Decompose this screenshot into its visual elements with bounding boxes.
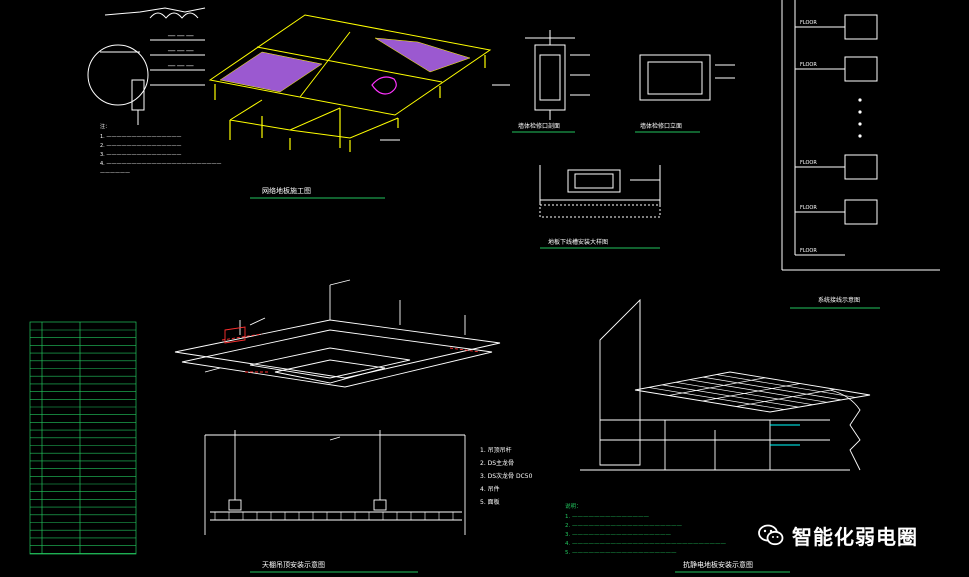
wiring-label-3: FLOOR xyxy=(800,160,817,166)
wiring-label-5: FLOOR xyxy=(800,248,817,254)
title-wall-elevation: 墙体检修口立面 xyxy=(640,122,682,130)
floor-section: 说明： 1. —————————————— 2. ———————————————… xyxy=(565,298,871,573)
svg-text:——————: —————— xyxy=(100,170,130,176)
watermark-text: 智能化弱电圈 xyxy=(792,524,918,549)
materials-table xyxy=(29,321,137,555)
svg-text:2. ————————————————————: 2. ———————————————————— xyxy=(565,523,682,529)
wiring-label-1: FLOOR xyxy=(800,20,817,26)
title-floor-plan: 网络地板施工图 xyxy=(262,186,311,195)
ceiling-section: 1. 吊顶吊杆 2. DS主龙骨 3. DS次龙骨 DC50 4. 吊件 5. … xyxy=(204,430,533,573)
ceiling-note-5: 5. 面板 xyxy=(480,498,500,506)
svg-text:── ── ──: ── ── ── xyxy=(167,33,194,40)
ceiling-note-1: 1. 吊顶吊杆 xyxy=(480,446,512,454)
svg-text:1. ——————————————: 1. —————————————— xyxy=(565,514,649,520)
title-ceiling: 天棚吊顶安装示意图 xyxy=(262,560,325,569)
wiring-label-4: FLOOR xyxy=(800,205,817,211)
svg-text:3. ———————————————: 3. ——————————————— xyxy=(100,152,181,158)
title-wall-section: 墙体检修口剖面 xyxy=(518,122,560,130)
svg-text:1. ———————————————: 1. ——————————————— xyxy=(100,134,181,140)
svg-text:3. ——————————————————: 3. —————————————————— xyxy=(565,532,671,538)
svg-text:4. ———————————————————————: 4. ——————————————————————— xyxy=(100,161,221,167)
under-floor-trunking: 地板下线槽安装大样图 xyxy=(539,165,661,249)
wiring-label-2: FLOOR xyxy=(800,62,817,68)
svg-text:4. ———————————————————————————: 4. ———————————————————————————— xyxy=(565,541,726,547)
svg-text:2. ———————————————: 2. ——————————————— xyxy=(100,143,181,149)
ceiling-note-3: 3. DS次龙骨 DC50 xyxy=(480,472,533,480)
wechat-icon xyxy=(758,524,784,546)
ceiling-note-2: 2. DS主龙骨 xyxy=(480,459,514,467)
svg-text:说明：: 说明： xyxy=(565,502,582,510)
ceiling-isometric xyxy=(174,279,501,388)
title-wiring: 系统接线示意图 xyxy=(818,296,860,304)
ceiling-note-4: 4. 吊件 xyxy=(480,485,500,493)
svg-text:── ── ──: ── ── ── xyxy=(167,48,194,55)
raised-floor-isometric: ── ── ── ── ── ── ── ── ── 注： 1. ——————— xyxy=(87,7,510,199)
title-floor-section: 抗静电地板安装示意图 xyxy=(683,560,753,569)
watermark: 智能化弱电圈 xyxy=(758,520,918,550)
wall-inspection-details: 墙体检修口剖面 墙体检修口立面 xyxy=(512,30,735,133)
svg-text:── ── ──: ── ── ── xyxy=(167,63,194,70)
wiring-diagram: FLOOR FLOOR FLOOR FLOOR FLOOR 系统接线示意图 xyxy=(781,0,940,309)
svg-text:5. ———————————————————: 5. ——————————————————— xyxy=(565,550,677,556)
svg-text:注：: 注： xyxy=(100,123,110,130)
title-under-floor: 地板下线槽安装大样图 xyxy=(548,238,608,246)
